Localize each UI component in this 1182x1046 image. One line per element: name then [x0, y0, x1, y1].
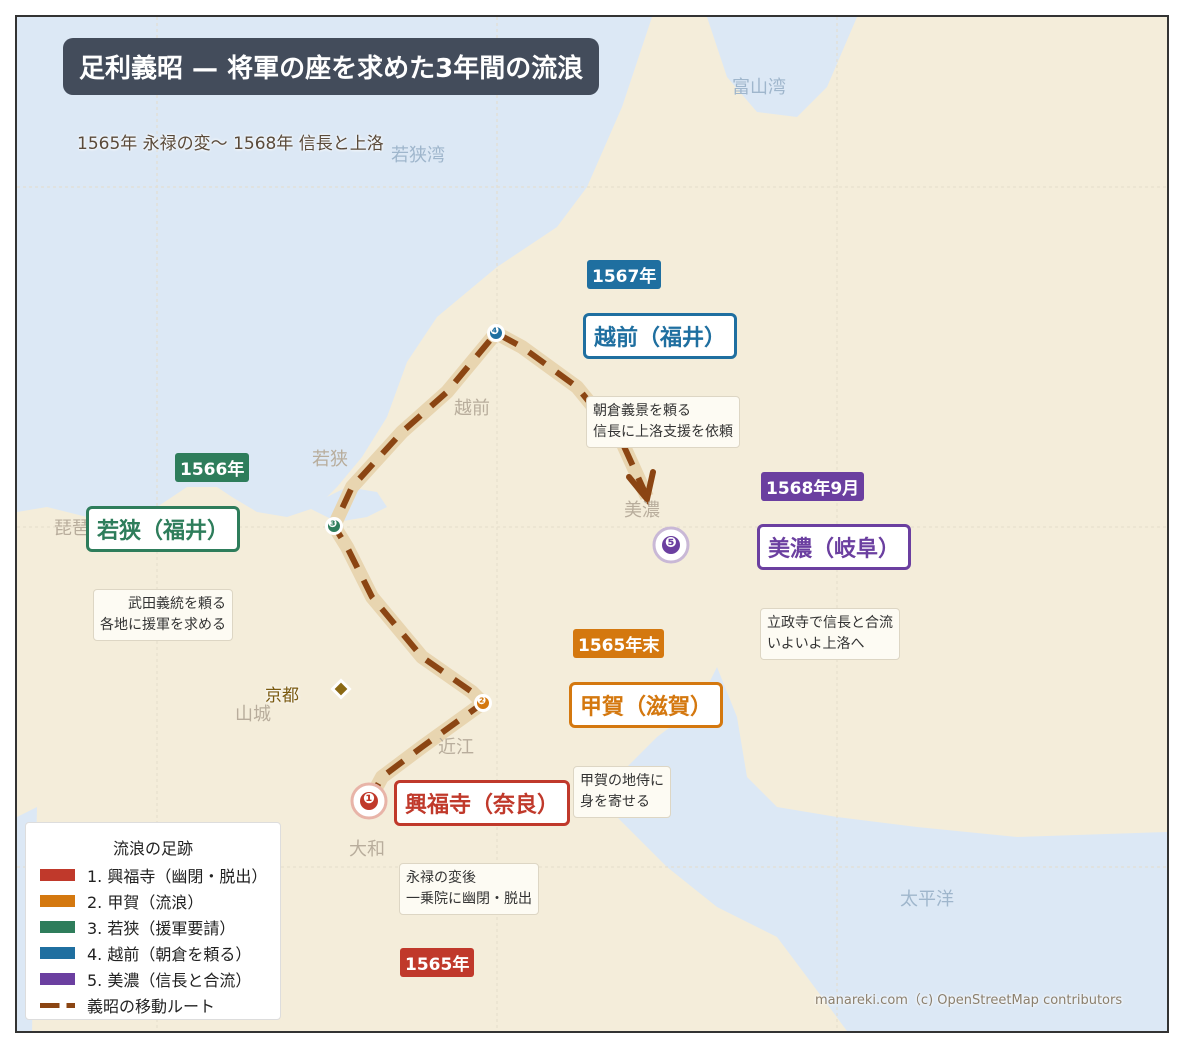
- note-line: 甲賀の地侍に: [580, 773, 664, 789]
- region-label-echizen: 越前: [454, 398, 490, 419]
- legend-swatch: [40, 921, 75, 933]
- sea-pacific: [617, 667, 1167, 1031]
- place-label-kofukuji: 興福寺（奈良）: [394, 780, 571, 826]
- legend-item-route: 義昭の移動ルート: [40, 995, 280, 1016]
- legend-label: 2. 甲賀（流浪）: [87, 893, 204, 912]
- stop-4-number: ❹: [490, 324, 500, 337]
- note-kofukuji: 永禄の変後一乗院に幽閉・脱出: [399, 863, 539, 915]
- note-mino: 立政寺で信長と合流いよいよ上洛へ: [760, 608, 900, 660]
- map-title: 足利義昭 — 将軍の座を求めた3年間の流浪: [63, 38, 600, 95]
- sea-label-pacific: 太平洋: [900, 889, 954, 910]
- legend-label: 4. 越前（朝倉を頼る）: [87, 945, 252, 964]
- year-badge-1566: 1566年: [175, 453, 250, 482]
- sea-toyama-bay: [707, 17, 857, 117]
- map-canvas: [17, 17, 1167, 1031]
- city-label-kyoto: 京都: [265, 686, 299, 706]
- legend-label: 5. 美濃（信長と合流）: [87, 971, 252, 990]
- kyoto-marker-diamond-icon: [330, 678, 352, 700]
- map-subtitle: 1565年 永禄の変〜 1568年 信長と上洛: [77, 134, 384, 154]
- route-arrowhead-icon: [626, 469, 656, 506]
- legend-label: 3. 若狭（援軍要請）: [87, 919, 236, 938]
- note-line: 信長に上洛支援を依頼: [593, 424, 733, 440]
- place-label-mino: 美濃（岐阜）: [757, 524, 912, 570]
- stop-2-number: ❷: [477, 694, 487, 707]
- stop-5-number: ❺: [665, 535, 677, 551]
- year-badge-1565: 1565年: [400, 948, 475, 977]
- region-label-wakasa: 若狭: [312, 449, 348, 470]
- note-line: 立政寺で信長と合流: [767, 615, 893, 631]
- legend-swatch: [40, 869, 75, 881]
- year-badge-1565-end: 1565年末: [573, 629, 665, 658]
- legend-route-swatch: [40, 1002, 75, 1008]
- note-echizen: 朝倉義景を頼る信長に上洛支援を依頼: [586, 396, 740, 448]
- sea-label-toyama-bay: 富山湾: [732, 77, 786, 98]
- stop-3-number: ❸: [328, 517, 338, 530]
- sea-japan-sea: [17, 17, 652, 517]
- legend-item-mino: 5. 美濃（信長と合流）: [40, 969, 280, 990]
- year-badge-1567: 1567年: [587, 260, 662, 289]
- legend-item-koka: 2. 甲賀（流浪）: [40, 891, 280, 912]
- year-badge-1568: 1568年9月: [761, 472, 865, 501]
- legend-label: 1. 興福寺（幽閉・脱出）: [87, 867, 268, 886]
- attribution: manareki.com（c) OpenStreetMap contributo…: [815, 993, 1123, 1008]
- lake-label-biwa: 琵琶: [54, 518, 90, 539]
- note-koka: 甲賀の地侍に身を寄せる: [573, 766, 671, 818]
- region-label-omi: 近江: [438, 737, 474, 758]
- note-line: 一乗院に幽閉・脱出: [406, 891, 532, 907]
- region-label-yamashiro: 山城: [235, 704, 271, 725]
- note-line: いよいよ上洛へ: [767, 636, 865, 652]
- legend-label: 義昭の移動ルート: [87, 997, 216, 1016]
- legend-swatch: [40, 895, 75, 907]
- place-label-koka: 甲賀（滋賀）: [569, 682, 724, 728]
- legend-swatch: [40, 973, 75, 985]
- note-line: 各地に援軍を求める: [100, 617, 226, 633]
- region-label-yamato: 大和: [349, 839, 385, 860]
- legend: 流浪の足跡 1. 興福寺（幽閉・脱出） 2. 甲賀（流浪） 3. 若狭（援軍要請…: [25, 822, 281, 1020]
- stop-1-number: ❶: [363, 791, 375, 807]
- legend-item-kofukuji: 1. 興福寺（幽閉・脱出）: [40, 865, 280, 886]
- note-line: 身を寄せる: [580, 794, 650, 810]
- place-label-wakasa: 若狭（福井）: [86, 506, 241, 552]
- note-line: 朝倉義景を頼る: [593, 403, 691, 419]
- note-line: 武田義統を頼る: [128, 596, 226, 612]
- note-line: 永禄の変後: [406, 870, 476, 886]
- note-wakasa: 武田義統を頼る各地に援軍を求める: [93, 589, 233, 641]
- place-label-echizen: 越前（福井）: [583, 313, 738, 359]
- legend-item-wakasa: 3. 若狭（援軍要請）: [40, 917, 280, 938]
- region-label-mino: 美濃: [624, 500, 660, 521]
- legend-title: 流浪の足跡: [112, 839, 193, 858]
- map[interactable]: 足利義昭 — 将軍の座を求めた3年間の流浪 1565年 永禄の変〜 1568年 …: [15, 15, 1169, 1033]
- legend-item-echizen: 4. 越前（朝倉を頼る）: [40, 943, 280, 964]
- legend-swatch: [40, 947, 75, 959]
- sea-label-wakasa-bay: 若狭湾: [391, 145, 445, 166]
